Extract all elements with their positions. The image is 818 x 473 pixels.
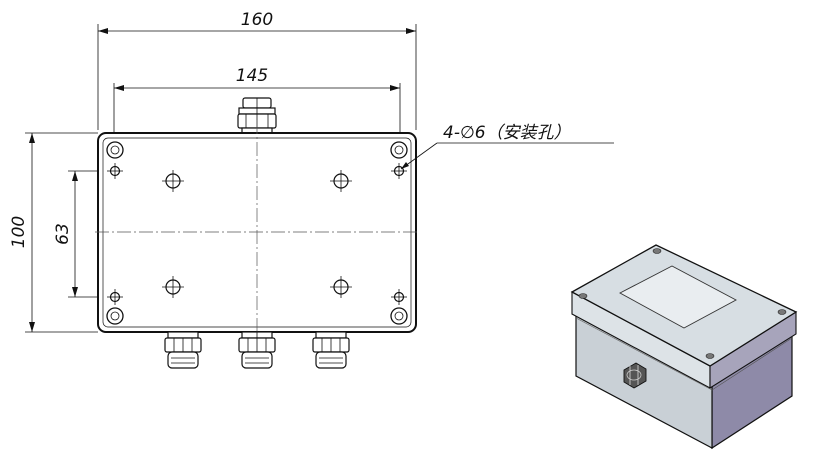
mounting-hole-bottom-left bbox=[107, 289, 123, 305]
dimension-hole-spacing-horizontal: 145 bbox=[113, 66, 401, 140]
enclosure-isometric-view bbox=[570, 244, 798, 450]
dimension-height-overall: 100 bbox=[9, 132, 98, 333]
internal-bosses bbox=[162, 170, 352, 298]
corner-screw-bottom-left bbox=[106, 307, 124, 325]
enclosure-front-view bbox=[95, 120, 420, 345]
dimension-label-160: 160 bbox=[241, 10, 273, 30]
boss-lower-left bbox=[162, 276, 184, 298]
mounting-hole-top-left bbox=[107, 163, 123, 179]
corner-screw-top-right bbox=[390, 141, 408, 159]
mounting-hole-callout: 4-∅6（安装孔） bbox=[400, 123, 614, 170]
cable-gland-bottom-right bbox=[312, 331, 350, 369]
corner-screw-top-left bbox=[106, 141, 124, 159]
lid-label-panel bbox=[619, 265, 737, 329]
isometric-cable-gland bbox=[623, 362, 647, 389]
cable-gland-bottom-center bbox=[238, 331, 276, 369]
boss-upper-left bbox=[162, 170, 184, 192]
boss-upper-right bbox=[330, 170, 352, 192]
dimension-label-145: 145 bbox=[236, 66, 268, 86]
corner-screws bbox=[106, 141, 408, 325]
corner-screw-bottom-right bbox=[390, 307, 408, 325]
callout-label-mounting-holes: 4-∅6（安装孔） bbox=[443, 123, 571, 143]
dimension-label-100: 100 bbox=[9, 216, 29, 248]
dimension-width-overall: 160 bbox=[97, 10, 417, 130]
mounting-hole-bottom-right bbox=[391, 289, 407, 305]
dimension-label-63: 63 bbox=[53, 223, 73, 245]
boss-lower-right bbox=[330, 276, 352, 298]
cable-gland-bottom-left bbox=[164, 331, 202, 369]
